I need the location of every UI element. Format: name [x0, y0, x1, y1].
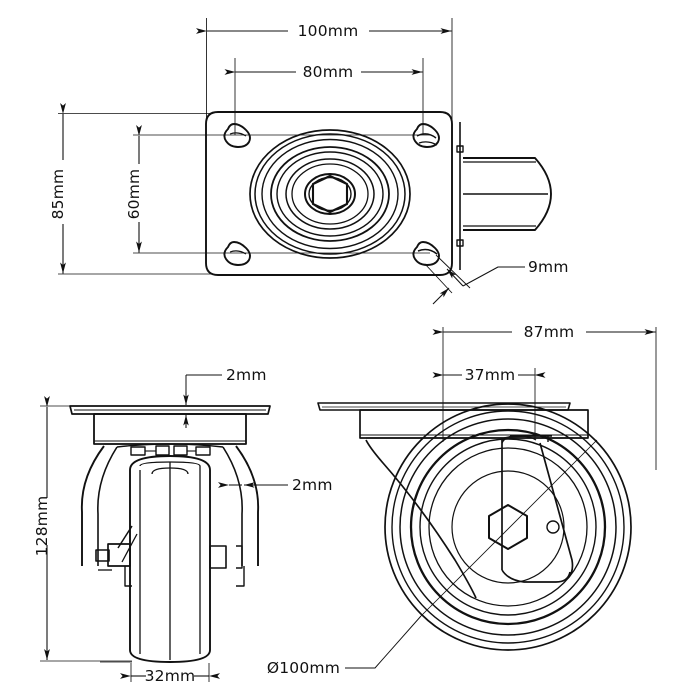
- front-wheel-outline: [129, 455, 211, 663]
- hole-leader: [462, 266, 525, 287]
- hole-chamfer-tr2: [418, 141, 438, 146]
- dim-bolt-hole-size: 9mm: [424, 254, 569, 305]
- front-yoke-left-inner: [97, 446, 118, 566]
- dim-overall-height: 128mm: [33, 396, 132, 662]
- front-yoke-crown: [116, 443, 224, 448]
- dim-wheel-width: 32mm: [100, 661, 220, 685]
- side-fork-leg-right: [539, 442, 574, 579]
- side-view: 87mm 37mm: [267, 323, 657, 677]
- dim-plate-width: 85mm: [49, 103, 67, 274]
- front-axle-shank: [117, 525, 133, 549]
- stem-body: [463, 157, 552, 231]
- hole-chamfer-tr: [416, 133, 437, 139]
- dim-label-wheel-diameter: Ø100mm: [267, 659, 340, 677]
- dim-label-87mm: 87mm: [524, 323, 575, 341]
- dim-yoke-thickness: 2mm: [218, 476, 333, 494]
- front-axle-bolt-head: [107, 543, 131, 567]
- mounting-hole-top-left: [223, 123, 251, 148]
- front-yoke-right-tab2: [236, 566, 245, 587]
- mounting-hole-top-right: [412, 123, 440, 148]
- front-axle-shank-2: [121, 533, 138, 563]
- diameter-leader-elbow: [345, 615, 422, 669]
- hole-arrow-lower: [432, 287, 450, 305]
- dim-label-60mm: 60mm: [125, 169, 143, 220]
- front-axle-nut-right: [209, 545, 227, 569]
- dim-label-80mm: 80mm: [303, 63, 354, 81]
- dim-swivel-offset-center: 37mm: [432, 366, 546, 384]
- front-yoke-right-inner: [222, 446, 243, 566]
- dim-label-2mm-side: 2mm: [292, 476, 333, 494]
- dim-label-85mm: 85mm: [49, 169, 67, 220]
- front-yoke-right-outer: [235, 445, 260, 566]
- side-wheel-circles: [384, 403, 632, 651]
- hole-chamfer-br: [417, 248, 438, 255]
- front-yoke-right-tab: [236, 545, 243, 569]
- front-wheel-hub-arc: [151, 467, 189, 475]
- dim-wheel-diameter: Ø100mm: [267, 439, 598, 677]
- side-fork-bottom: [501, 569, 571, 583]
- plate-outline: [205, 111, 453, 276]
- front-top-plate: [69, 405, 271, 415]
- mounting-hole-bottom-left: [223, 241, 251, 266]
- side-fork-notch: [510, 435, 537, 441]
- front-yoke-left-tab: [124, 566, 132, 587]
- hole-arrow-upper: [446, 268, 464, 287]
- stem-tick-bottom: [456, 239, 464, 247]
- dim-label-32mm: 32mm: [145, 667, 196, 685]
- stem-tick-top: [456, 145, 464, 153]
- front-yoke-left-outer: [80, 445, 105, 566]
- dim-plate-length: 100mm: [196, 22, 452, 40]
- top-view-stem: [456, 122, 552, 270]
- front-view: [69, 405, 271, 663]
- front-axle-hardware: [95, 525, 245, 587]
- front-axle-washer-left: [95, 549, 110, 562]
- dim-label-37mm: 37mm: [465, 366, 516, 384]
- hole-chamfer-tl: [229, 132, 247, 137]
- dim-label-100mm: 100mm: [298, 22, 359, 40]
- dim-bolt-spacing-length: 80mm: [224, 63, 423, 81]
- dim-swivel-offset-total: 87mm: [432, 323, 656, 341]
- dim-plate-thickness: 2mm: [183, 366, 267, 428]
- top-view-extension-lines: [58, 18, 453, 275]
- swivel-raceway-circles: [249, 129, 411, 259]
- front-swivel-housing: [93, 413, 247, 445]
- diameter-leader-diagonal: [420, 439, 598, 617]
- mounting-holes: [223, 123, 440, 266]
- side-hex-axle-nut: [488, 504, 528, 550]
- mounting-hole-bottom-right: [412, 241, 440, 266]
- side-fork-sweep-outer: [365, 439, 477, 599]
- dim-label-128mm: 128mm: [33, 496, 51, 557]
- dim-label-2mm-top: 2mm: [226, 366, 267, 384]
- hole-chamfer-bl: [229, 250, 247, 255]
- side-view-extension-lines: [442, 327, 657, 470]
- dim-bolt-spacing-width: 60mm: [125, 125, 143, 253]
- hole-ext-line-a: [435, 254, 471, 289]
- center-hex-nut: [311, 174, 349, 214]
- front-crown-bolts: [130, 445, 211, 456]
- side-axle-detail: [546, 520, 560, 534]
- dim-label-9mm: 9mm: [528, 258, 569, 276]
- top-view-plate: [205, 111, 453, 276]
